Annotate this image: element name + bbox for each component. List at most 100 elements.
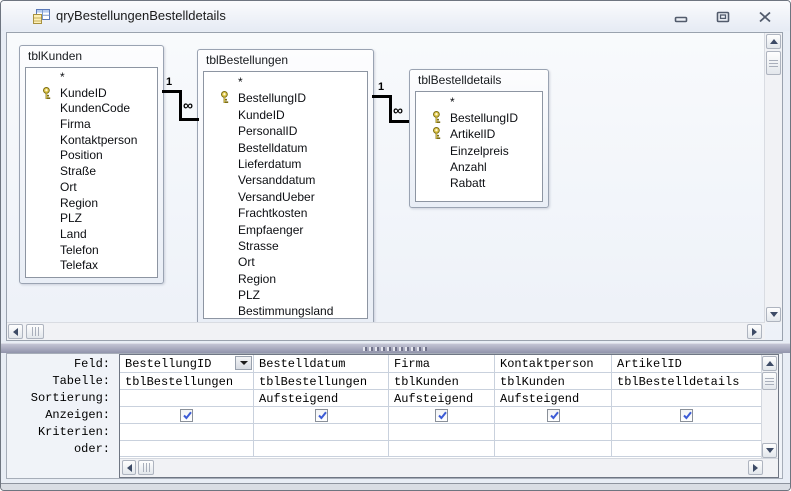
grid-cell-feld-col4[interactable]: Kontaktperson [495, 355, 612, 372]
scroll-down-button[interactable] [762, 443, 777, 458]
close-button[interactable] [756, 9, 774, 24]
field-row[interactable]: Position [26, 148, 157, 164]
join-line[interactable] [372, 95, 392, 98]
field-row[interactable]: Strasse [204, 238, 367, 254]
grid-cell-kriterien-col5[interactable] [612, 424, 762, 440]
anzeigen-checkbox[interactable] [180, 409, 193, 422]
grid-cell-kriterien-col4[interactable] [495, 424, 612, 440]
grid-cell-oder-col1[interactable] [120, 441, 254, 456]
field-row[interactable]: Ort [26, 180, 157, 196]
grid-cell-anzeigen-col3[interactable] [389, 407, 495, 423]
grid-cell-oder-col2[interactable] [254, 441, 389, 456]
grid-cell-tabelle-col4[interactable]: tblKunden [495, 373, 612, 389]
grid-cell-tabelle-col5[interactable]: tblBestelldetails [612, 373, 762, 389]
join-line[interactable] [179, 118, 199, 121]
scroll-right-button[interactable] [748, 460, 763, 475]
scroll-left-button[interactable] [122, 460, 136, 475]
field-row[interactable]: Straße [26, 164, 157, 180]
horizontal-scroll-thumb[interactable] [26, 324, 44, 339]
scroll-up-button[interactable] [766, 34, 781, 49]
diagram-vertical-scrollbar[interactable] [764, 33, 782, 323]
field-row[interactable]: Frachtkosten [204, 205, 367, 221]
field-row[interactable]: ArtikelID [416, 126, 542, 142]
grid-cell-anzeigen-col5[interactable] [612, 407, 762, 423]
grid-cell-anzeigen-col1[interactable] [120, 407, 254, 423]
field-row[interactable]: BestellungID [204, 90, 367, 106]
anzeigen-checkbox[interactable] [680, 409, 693, 422]
grid-horizontal-scrollbar[interactable] [120, 458, 778, 477]
field-row[interactable]: Firma [26, 117, 157, 133]
field-row[interactable]: PLZ [204, 287, 367, 303]
field-row[interactable]: KundeID [204, 107, 367, 123]
field-row[interactable]: Land [26, 227, 157, 243]
grid-cell-sortierung-col5[interactable] [612, 390, 762, 406]
grid-cell-sortierung-col2[interactable]: Aufsteigend [254, 390, 389, 406]
anzeigen-checkbox[interactable] [314, 409, 328, 422]
scroll-down-button[interactable] [766, 307, 781, 322]
grid-cell-oder-col4[interactable] [495, 441, 612, 456]
field-row[interactable]: * [204, 74, 367, 90]
grid-cell-oder-col5[interactable] [612, 441, 762, 456]
anzeigen-checkbox[interactable] [546, 409, 560, 422]
grid-cell-tabelle-col2[interactable]: tblBestellungen [254, 373, 389, 389]
field-row[interactable]: Kontaktperson [26, 133, 157, 149]
vertical-scroll-thumb[interactable] [762, 372, 777, 390]
vertical-scroll-thumb[interactable] [766, 51, 781, 75]
join-line[interactable] [162, 90, 182, 93]
field-row[interactable]: KundeID [26, 86, 157, 102]
grid-cell-sortierung-col1[interactable] [120, 390, 254, 406]
grid-cell-sortierung-col3[interactable]: Aufsteigend [389, 390, 495, 406]
grid-cell-kriterien-col1[interactable] [120, 424, 254, 440]
grid-cell-anzeigen-col4[interactable] [495, 407, 612, 423]
field-row[interactable]: * [416, 94, 542, 110]
field-row[interactable]: PLZ [26, 211, 157, 227]
grid-cell-tabelle-col1[interactable]: tblBestellungen [120, 373, 254, 389]
field-row[interactable]: PersonalID [204, 123, 367, 139]
grid-cell-kriterien-col3[interactable] [389, 424, 495, 440]
restore-button[interactable] [714, 9, 732, 24]
diagram-horizontal-scrollbar[interactable] [7, 322, 765, 340]
field-dropdown-button[interactable] [235, 356, 252, 370]
join-line[interactable] [389, 120, 409, 123]
field-row[interactable]: Ort [204, 254, 367, 270]
scroll-up-button[interactable] [762, 356, 777, 371]
grid-cell-feld-col2[interactable]: Bestelldatum [254, 355, 389, 372]
field-row[interactable]: Versanddatum [204, 172, 367, 188]
field-row[interactable]: * [26, 70, 157, 86]
join-line[interactable] [389, 95, 392, 123]
horizontal-scroll-thumb[interactable] [138, 460, 154, 475]
grid-cell-kriterien-col2[interactable] [254, 424, 389, 440]
field-row[interactable]: Anzahl [416, 159, 542, 175]
field-row[interactable]: Region [204, 271, 367, 287]
grid-cell-feld-col3[interactable]: Firma [389, 355, 495, 372]
field-row[interactable]: Bestimmungsland [204, 303, 367, 318]
pane-splitter[interactable] [1, 343, 790, 353]
field-row[interactable]: Region [26, 196, 157, 212]
field-row[interactable]: Lieferdatum [204, 156, 367, 172]
title-bar[interactable]: qryBestellungenBestelldetails [1, 1, 790, 31]
field-row[interactable]: BestellungID [416, 110, 542, 126]
field-row[interactable]: Telefax [26, 258, 157, 274]
minimize-button[interactable] [672, 9, 690, 24]
scroll-left-button[interactable] [8, 324, 23, 339]
grid-cell-tabelle-col3[interactable]: tblKunden [389, 373, 495, 389]
scroll-right-button[interactable] [747, 324, 762, 339]
field-row[interactable]: Rabatt [416, 175, 542, 191]
grid-vertical-scrollbar[interactable] [761, 355, 778, 459]
field-row[interactable]: KundenCode [26, 101, 157, 117]
grid-cell-feld-col5[interactable]: ArtikelID [612, 355, 762, 372]
field-row[interactable]: Empfaenger [204, 222, 367, 238]
anzeigen-checkbox[interactable] [435, 409, 448, 422]
grid-cell-sortierung-col4[interactable]: Aufsteigend [495, 390, 612, 406]
grid-cell-oder-col3[interactable] [389, 441, 495, 456]
field-row[interactable]: Telefon [26, 243, 157, 259]
field-row[interactable]: Bestelldatum [204, 140, 367, 156]
field-row[interactable]: VersandUeber [204, 189, 367, 205]
grid-cell-anzeigen-col2[interactable] [254, 407, 389, 423]
field-row[interactable]: Einzelpreis [416, 143, 542, 159]
join-line[interactable] [179, 90, 182, 119]
grid-cell-feld-col1[interactable]: BestellungID [120, 355, 254, 372]
